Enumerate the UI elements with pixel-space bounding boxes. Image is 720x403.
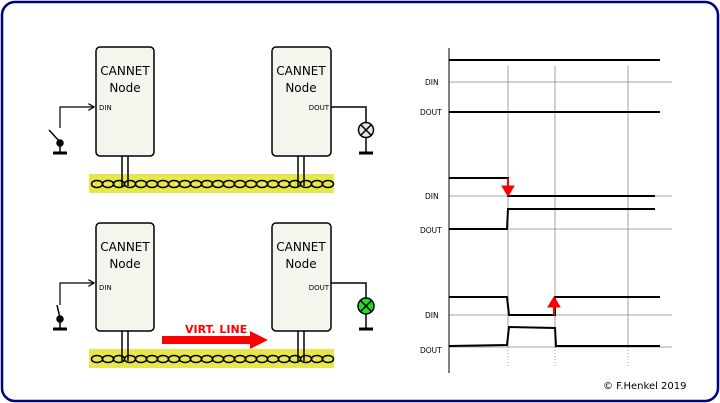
node-subtitle: Node: [109, 81, 140, 95]
cable-link: [321, 354, 335, 364]
bus-band: [89, 174, 334, 193]
pin-label: DOUT: [309, 104, 330, 112]
din-label: DIN: [425, 78, 439, 87]
cannet-node-dout: CANNET Node DOUT: [271, 46, 332, 157]
lamp-off-icon: [331, 106, 375, 155]
virtual-line-arrow-icon: [162, 331, 268, 349]
twisted-pair-cable: [90, 354, 335, 364]
virtual-line-label: VIRT. LINE: [185, 323, 247, 336]
timing-diagram: DIN DOUT DIN DOUT DIN DOUT: [420, 48, 672, 373]
cable-link: [321, 179, 335, 189]
signal-labels: DIN DOUT DIN DOUT DIN DOUT: [420, 78, 442, 355]
pin-label: DIN: [99, 104, 112, 112]
din-label: DIN: [425, 192, 439, 201]
node-subtitle: Node: [285, 81, 316, 95]
pin-label: DIN: [99, 284, 112, 292]
dout-label: DOUT: [420, 108, 442, 117]
scenario-top: CANNET Node DIN CANNET Node DOUT: [48, 46, 375, 193]
lamp-on-icon: [331, 282, 375, 331]
rising-edge-arrow-icon: [547, 296, 561, 308]
pin-label: DOUT: [309, 284, 330, 292]
node-subtitle: Node: [285, 257, 316, 271]
node-subtitle: Node: [109, 257, 140, 271]
cannet-node-dout: CANNET Node DOUT: [271, 222, 332, 332]
node-title: CANNET: [100, 240, 150, 254]
din-label: DIN: [425, 311, 439, 320]
copyright-text: © F.Henkel 2019: [603, 381, 687, 392]
node-title: CANNET: [276, 64, 326, 78]
node-title: CANNET: [276, 240, 326, 254]
switch-open-icon: [48, 107, 94, 155]
falling-edge-arrow-icon: [501, 185, 515, 197]
dout-label: DOUT: [420, 346, 442, 355]
bus-band: [89, 349, 334, 368]
cannet-node-din: CANNET Node DIN: [95, 46, 155, 157]
cannet-node-din: CANNET Node DIN: [95, 222, 155, 332]
node-title: CANNET: [100, 64, 150, 78]
dout-label: DOUT: [420, 226, 442, 235]
switch-closed-icon: [53, 283, 94, 331]
twisted-pair-cable: [90, 179, 335, 189]
edge-arrows: [501, 178, 561, 315]
scenario-bottom: CANNET Node DIN CANNET Node DOUT VIRT. L…: [53, 222, 375, 368]
